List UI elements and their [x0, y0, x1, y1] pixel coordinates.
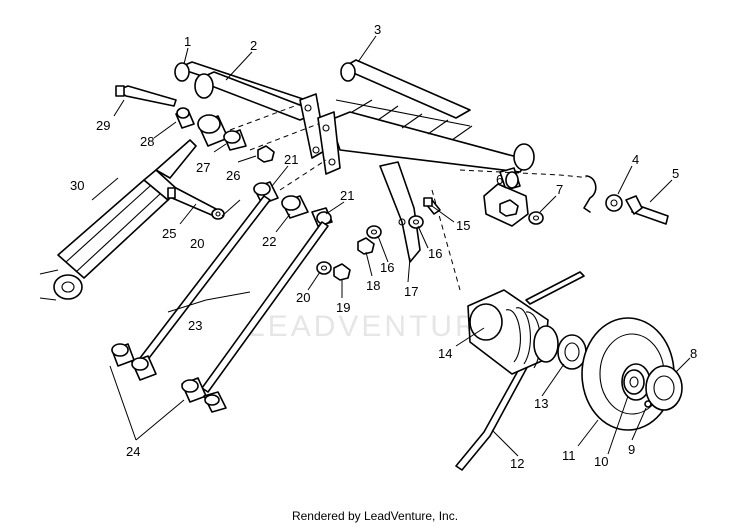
washer-4: [605, 194, 623, 212]
callout-17: 17: [404, 284, 418, 299]
watermark: LEADVENTURE: [248, 310, 503, 343]
block-6: [483, 183, 529, 227]
callout-11: 11: [562, 448, 576, 463]
callout-4: 4: [632, 152, 639, 167]
callout-14: 14: [438, 346, 452, 361]
callout-7: 7: [556, 182, 563, 197]
bolt-25: [167, 187, 219, 217]
callout-23: 23: [188, 318, 202, 333]
callout-18: 18: [366, 278, 380, 293]
bushing-27: [223, 129, 247, 151]
callout-9: 9: [628, 442, 635, 457]
bushing-27-large: [197, 114, 229, 147]
callout-labels: 1 2 3 4 5 6 7 8 9 10 11 12 13 14 15 16 1…: [70, 22, 697, 471]
callout-29: 29: [96, 118, 110, 133]
callout-10: 10: [594, 454, 608, 469]
callout-21-left: 21: [284, 152, 298, 167]
callout-1: 1: [184, 34, 191, 49]
nut-19: [333, 263, 351, 281]
shock-absorber: [39, 139, 197, 301]
end-bushings: [111, 343, 227, 413]
callout-13: 13: [534, 396, 548, 411]
washer-16-left: [366, 225, 382, 239]
callout-28: 28: [140, 134, 154, 149]
bolt-29: [115, 85, 177, 107]
washer-16-right: [408, 215, 424, 229]
leader-lines: [91, 35, 691, 457]
callout-25: 25: [162, 226, 176, 241]
washer-13: [557, 334, 587, 370]
callout-22: 22: [262, 234, 276, 249]
spacer-8: [645, 365, 683, 411]
callout-24: 24: [126, 444, 140, 459]
nut-26: [257, 145, 275, 163]
callout-21-right: 21: [340, 188, 354, 203]
callout-20-upper: 20: [190, 236, 204, 251]
callout-2: 2: [250, 38, 257, 53]
callout-16-right: 16: [428, 246, 442, 261]
callout-8: 8: [690, 346, 697, 361]
bushing-22: [281, 195, 309, 219]
callout-20-lower: 20: [296, 290, 310, 305]
callout-3: 3: [374, 22, 381, 37]
washer-20-upper: [211, 208, 225, 220]
callout-15: 15: [456, 218, 470, 233]
callout-26: 26: [226, 168, 240, 183]
nut-18: [357, 237, 375, 255]
bearing-10: [623, 369, 645, 395]
callout-19: 19: [336, 300, 350, 315]
washer-20-lower: [316, 261, 332, 275]
callout-30: 30: [70, 178, 84, 193]
callout-16-left: 16: [380, 260, 394, 275]
spring-drum-14: [467, 289, 559, 375]
callout-6: 6: [496, 172, 503, 187]
bushing-21-left: [253, 181, 279, 205]
bushing-21-right: [311, 207, 333, 227]
rear-arm-frame: [174, 59, 591, 291]
footer-credit: Rendered by LeadVenture, Inc.: [291, 509, 459, 523]
callout-5: 5: [672, 166, 679, 181]
bolt-5: [625, 195, 669, 225]
washer-7: [528, 211, 544, 225]
bushing-28: [175, 107, 195, 129]
retaining-clip: [583, 175, 597, 213]
callout-27: 27: [196, 160, 210, 175]
callout-12: 12: [510, 456, 524, 471]
bracket-17: [379, 161, 421, 263]
